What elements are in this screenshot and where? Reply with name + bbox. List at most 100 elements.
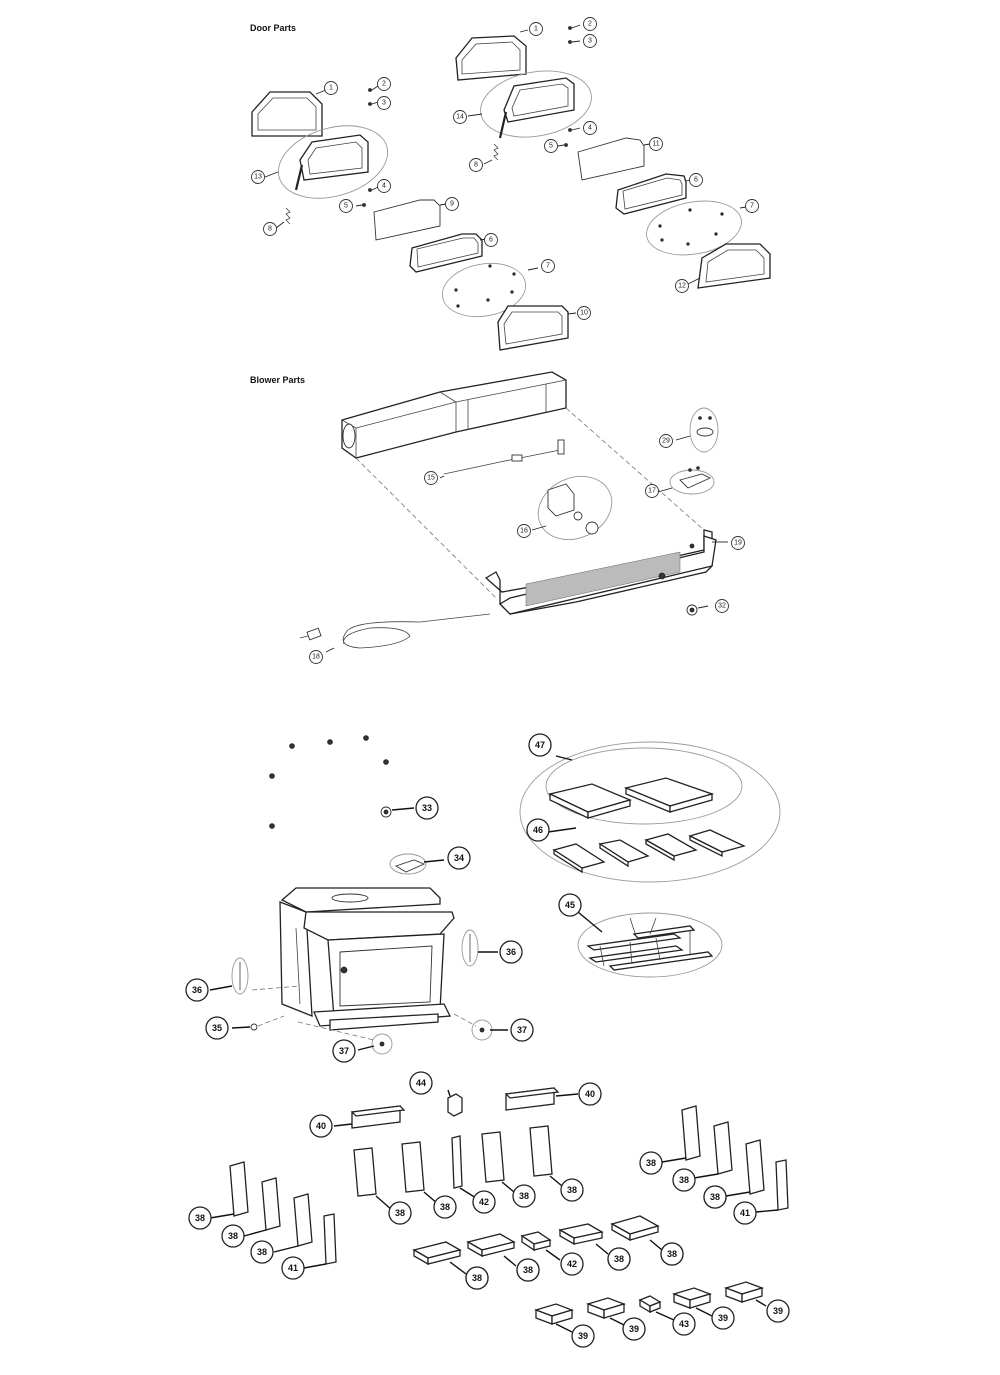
callout-number: 38 xyxy=(646,1158,656,1168)
firebrick-set xyxy=(209,1087,789,1333)
callout-circle-blower-1 xyxy=(424,471,438,485)
callout-circle-firebox-8 xyxy=(510,1018,534,1042)
firebox-section xyxy=(209,735,508,1055)
callout-circle-door_a-2 xyxy=(377,96,391,110)
callout-circle-door_b-3 xyxy=(453,110,467,124)
callout-number: 38 xyxy=(614,1254,624,1264)
callout-number: 16 xyxy=(520,528,528,535)
callout-number: 15 xyxy=(427,475,435,482)
door-glass-a xyxy=(373,199,441,241)
callout-number: 3 xyxy=(382,100,386,107)
callout-number: 36 xyxy=(192,985,202,995)
callout-labels: 1231345896710123144581167122915171619321… xyxy=(185,17,790,1348)
callout-circle-bricks-5 xyxy=(512,1184,536,1208)
callout-number: 7 xyxy=(546,263,550,270)
callout-number: 39 xyxy=(578,1331,588,1341)
callout-circle-door_a-6 xyxy=(263,222,277,236)
callout-number: 42 xyxy=(479,1197,489,1207)
door-gasket-a xyxy=(409,233,483,273)
callout-circle-bricks-29 xyxy=(711,1306,735,1330)
callout-number: 17 xyxy=(648,488,656,495)
callout-circle-firebox-4 xyxy=(447,846,471,870)
callout-circle-bricks-24 xyxy=(607,1247,631,1271)
callout-circle-bricks-19 xyxy=(733,1201,757,1225)
callout-number: 46 xyxy=(533,825,543,835)
callout-circle-door_a-7 xyxy=(445,197,459,211)
callout-number: 2 xyxy=(382,81,386,88)
callout-number: 3 xyxy=(588,38,592,45)
callout-number: 8 xyxy=(474,162,478,169)
callout-circle-firebox-9 xyxy=(332,1039,356,1063)
callout-number: 38 xyxy=(523,1265,533,1275)
callout-number: 44 xyxy=(416,1078,426,1088)
callout-circle-door_b-8 xyxy=(689,173,703,187)
blower-assembly xyxy=(299,371,728,653)
blower-housing xyxy=(341,371,567,459)
door-assembly-b xyxy=(455,24,771,289)
callout-circle-firebox-3 xyxy=(415,796,439,820)
callout-circle-bricks-0 xyxy=(409,1071,433,1095)
callout-circle-bricks-6 xyxy=(560,1178,584,1202)
baffle-boards xyxy=(519,741,781,883)
callout-number: 13 xyxy=(254,174,262,181)
callout-circle-bricks-7 xyxy=(188,1206,212,1230)
callout-circle-door_a-9 xyxy=(541,259,555,273)
callout-circle-bricks-30 xyxy=(766,1299,790,1323)
blower-parts-heading: Blower Parts xyxy=(250,375,305,385)
callout-number: 38 xyxy=(710,1192,720,1202)
callout-circle-door_a-5 xyxy=(339,199,353,213)
callout-circle-firebox-6 xyxy=(499,940,523,964)
callout-circle-bricks-2 xyxy=(309,1114,333,1138)
callout-number: 43 xyxy=(679,1319,689,1329)
door-frame-b xyxy=(503,77,575,123)
callout-circle-bricks-3 xyxy=(388,1201,412,1225)
callout-circle-door_a-1 xyxy=(377,77,391,91)
door-parts-heading: Door Parts xyxy=(250,23,296,33)
callout-number: 19 xyxy=(734,540,742,547)
callout-circle-door_a-4 xyxy=(377,179,391,193)
callout-circle-bricks-11 xyxy=(672,1168,696,1192)
callout-circle-bricks-9 xyxy=(250,1240,274,1264)
callout-number: 40 xyxy=(316,1121,326,1131)
callout-number: 45 xyxy=(565,900,575,910)
callout-number: 34 xyxy=(454,853,464,863)
callout-number: 39 xyxy=(629,1324,639,1334)
callout-circle-bricks-26 xyxy=(571,1324,595,1348)
callout-number: 4 xyxy=(588,125,592,132)
callout-number: 36 xyxy=(506,947,516,957)
callout-number: 4 xyxy=(382,183,386,190)
callout-number: 38 xyxy=(395,1208,405,1218)
callout-circle-bricks-20 xyxy=(472,1190,496,1214)
door-bottom-frame-a xyxy=(497,305,569,351)
callout-circle-bricks-21 xyxy=(560,1252,584,1276)
callout-number: 8 xyxy=(268,226,272,233)
callout-circle-firebox-7 xyxy=(205,1016,229,1040)
callout-number: 42 xyxy=(567,1259,577,1269)
callout-number: 5 xyxy=(344,203,348,210)
callout-circle-bricks-23 xyxy=(516,1258,540,1282)
callout-number: 1 xyxy=(534,26,538,33)
callout-circle-blower-2 xyxy=(645,484,659,498)
callout-number: 10 xyxy=(580,310,588,317)
callout-circle-firebox-2 xyxy=(558,893,582,917)
callout-circle-door_b-6 xyxy=(469,158,483,172)
callout-number: 38 xyxy=(195,1213,205,1223)
callout-number: 41 xyxy=(288,1263,298,1273)
callout-circle-bricks-18 xyxy=(703,1185,727,1209)
callout-number: 38 xyxy=(440,1202,450,1212)
callout-number: 32 xyxy=(718,603,726,610)
callout-number: 41 xyxy=(740,1208,750,1218)
callout-circle-door_b-0 xyxy=(529,22,543,36)
callout-circle-door_b-1 xyxy=(583,17,597,31)
callout-number: 47 xyxy=(535,740,545,750)
callout-number: 35 xyxy=(212,1023,222,1033)
callout-circle-bricks-4 xyxy=(433,1195,457,1219)
callout-circle-bricks-27 xyxy=(622,1317,646,1341)
callout-circle-bricks-25 xyxy=(660,1242,684,1266)
callout-circle-bricks-8 xyxy=(221,1224,245,1248)
callout-number: 38 xyxy=(228,1231,238,1241)
callout-circle-door_b-2 xyxy=(583,34,597,48)
door-glass-b xyxy=(577,137,645,181)
door-glass-frame-a xyxy=(251,91,323,137)
